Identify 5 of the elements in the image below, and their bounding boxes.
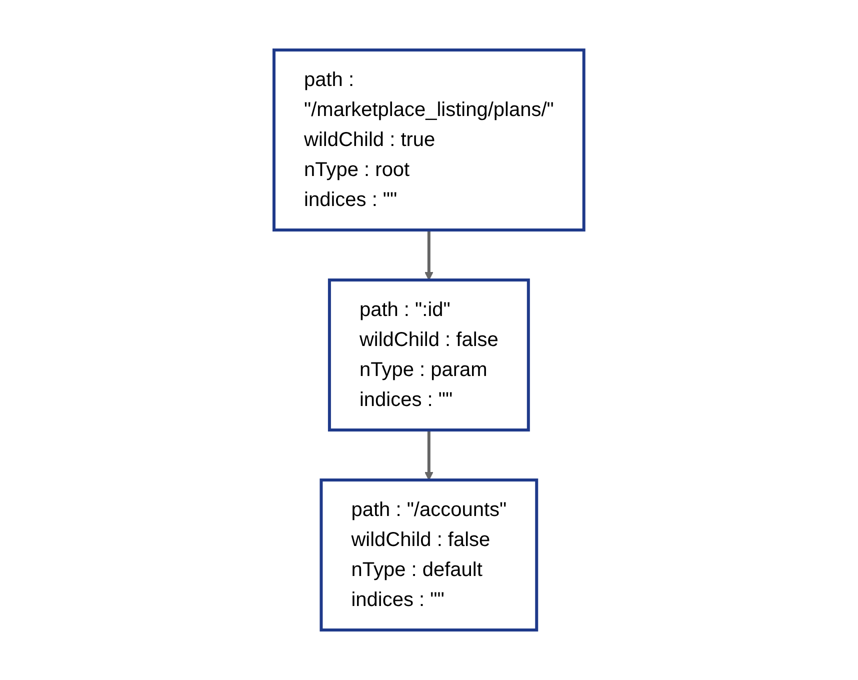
node-box: path : "/marketplace_listing/plans/" wildChild : true nType : root indices : "" (272, 48, 586, 232)
node-box: path : ":id" wildChild : false nType : param indices : "" (328, 278, 530, 432)
node-box: path : "/accounts" wildChild : false nType : default indices : "" (320, 478, 538, 632)
arrow (424, 230, 434, 280)
arrow (424, 430, 434, 480)
